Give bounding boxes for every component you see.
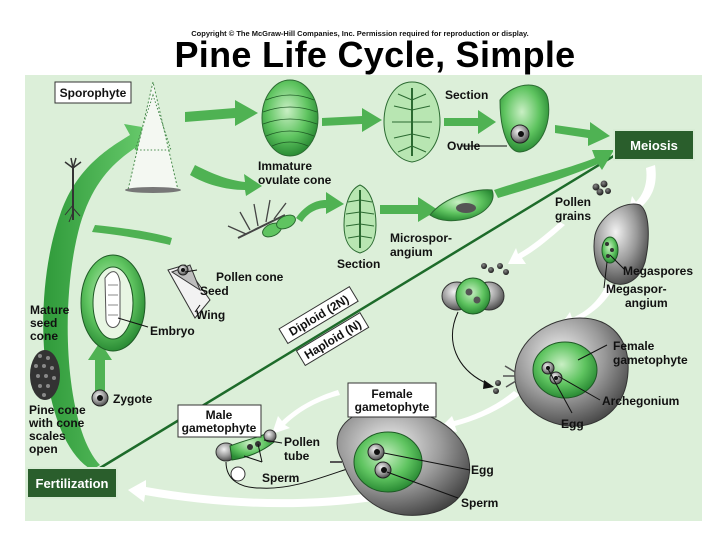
label-egg-bottom: Egg <box>471 463 494 477</box>
label-microsporangium-2: angium <box>390 245 433 259</box>
fertilization-box: Fertilization <box>26 467 118 499</box>
svg-text:gametophyte: gametophyte <box>355 400 430 414</box>
label-egg-right: Egg <box>561 417 584 431</box>
label-sperm-left: Sperm <box>262 471 299 485</box>
diagram-title: Pine Life Cycle, Simple <box>174 34 576 75</box>
label-ovule: Ovule <box>447 139 481 153</box>
svg-text:Meiosis: Meiosis <box>630 138 678 153</box>
arrow-to-pollen-cone <box>190 165 262 196</box>
microsporangium <box>429 189 494 222</box>
male-gametophyte-grain <box>215 429 358 489</box>
svg-text:Male: Male <box>206 408 233 422</box>
svg-text:Fertilization: Fertilization <box>36 476 109 491</box>
leader-lines <box>117 145 626 499</box>
label-archegonium: Archegonium <box>602 394 679 408</box>
seedling-arrow <box>92 225 172 245</box>
seedling <box>64 157 82 223</box>
label-pine-cone-4: open <box>29 442 58 456</box>
label-pollen-tube-2: tube <box>284 449 310 463</box>
label-pine-cone-2: with cone <box>28 416 85 430</box>
label-section-mid: Section <box>337 257 380 271</box>
label-mature-seed-cone-3: cone <box>30 329 58 343</box>
ovule-scale <box>499 84 550 153</box>
label-pine-cone-1: Pine cone <box>29 403 86 417</box>
zygote-arrow <box>88 342 112 395</box>
zygote-icon <box>91 389 109 407</box>
female-gametophyte-box: Female gametophyte <box>347 382 437 418</box>
label-embryo: Embryo <box>150 324 195 338</box>
arrow-to-fertilization <box>128 480 380 508</box>
pollen-grains-cluster <box>481 180 611 275</box>
arrow-megaspores-to-female <box>560 284 615 328</box>
arrow-to-section-mid <box>296 192 344 222</box>
ovulate-cone-section <box>383 81 441 163</box>
label-microsporangium-1: Microspor- <box>390 231 452 245</box>
label-pollen-tube-1: Pollen <box>284 435 320 449</box>
label-female-gametophyte-2: gametophyte <box>613 353 688 367</box>
arrow-to-microsporangium <box>380 197 438 222</box>
label-megaspores: Megaspores <box>623 264 693 278</box>
label-mature-seed-cone-1: Mature <box>30 303 70 317</box>
label-pollen-cone: Pollen cone <box>216 270 284 284</box>
label-zygote: Zygote <box>113 392 153 406</box>
winged-pollen-grain <box>441 277 505 315</box>
label-megasporangium-2: angium <box>625 296 668 310</box>
copyright-notice: Copyright © The McGraw-Hill Companies, I… <box>191 29 529 38</box>
arrow-to-ovulate-cone <box>185 100 258 126</box>
meiosis-box: Meiosis <box>613 129 695 161</box>
label-female-gametophyte-1: Female <box>613 339 655 353</box>
arrow-female-to-fertile <box>440 391 520 432</box>
label-immature-cone-2: ovulate cone <box>258 173 332 187</box>
label-pollen-grains-2: grains <box>555 209 591 223</box>
label-section-top: Section <box>445 88 488 102</box>
arrow-to-male-gametophyte <box>272 390 340 434</box>
arrow-to-section-top <box>322 108 382 132</box>
pollen-near-ovule <box>493 380 501 394</box>
male-gametophyte-box: Male gametophyte <box>177 404 262 438</box>
pollen-path-line <box>452 311 491 386</box>
arrow-to-ovule <box>444 110 496 134</box>
svg-text:Sporophyte: Sporophyte <box>60 86 127 100</box>
label-seed: Seed <box>200 284 229 298</box>
arrow-meiosis-to-pollen <box>508 222 565 264</box>
label-megasporangium-1: Megaspor- <box>606 282 667 296</box>
label-immature-cone-1: Immature <box>258 159 312 173</box>
pollen-cone-section <box>343 184 377 254</box>
sporophyte-box: Sporophyte <box>54 81 132 104</box>
svg-text:Female: Female <box>371 387 413 401</box>
open-pine-cone <box>30 350 60 400</box>
megasporangium <box>593 203 649 285</box>
ovule-with-archegonium <box>503 317 629 427</box>
label-wing: Wing <box>196 308 225 322</box>
pine-tree-sporophyte <box>125 81 181 193</box>
pollen-cone-branch <box>227 199 296 239</box>
arrow-to-meiosis-top <box>555 122 610 146</box>
svg-text:gametophyte: gametophyte <box>182 421 257 435</box>
mature-seed-embryo <box>80 254 146 352</box>
label-mature-seed-cone-2: seed <box>30 316 57 330</box>
arrow-to-meiosis-bottom <box>494 150 614 198</box>
label-sperm-bottom: Sperm <box>461 496 498 510</box>
diagram-panel: Sporophyte Meiosis Fertilization Male ga… <box>25 75 702 521</box>
immature-ovulate-cone <box>261 79 319 157</box>
label-pollen-grains-1: Pollen <box>555 195 591 209</box>
label-pine-cone-3: scales <box>29 429 66 443</box>
winged-seed <box>167 264 211 319</box>
arrow-meiosis-to-megaspores <box>628 165 656 214</box>
fertilization-ovule <box>330 408 471 516</box>
life-cycle-diagram: Sporophyte Meiosis Fertilization Male ga… <box>26 79 695 516</box>
